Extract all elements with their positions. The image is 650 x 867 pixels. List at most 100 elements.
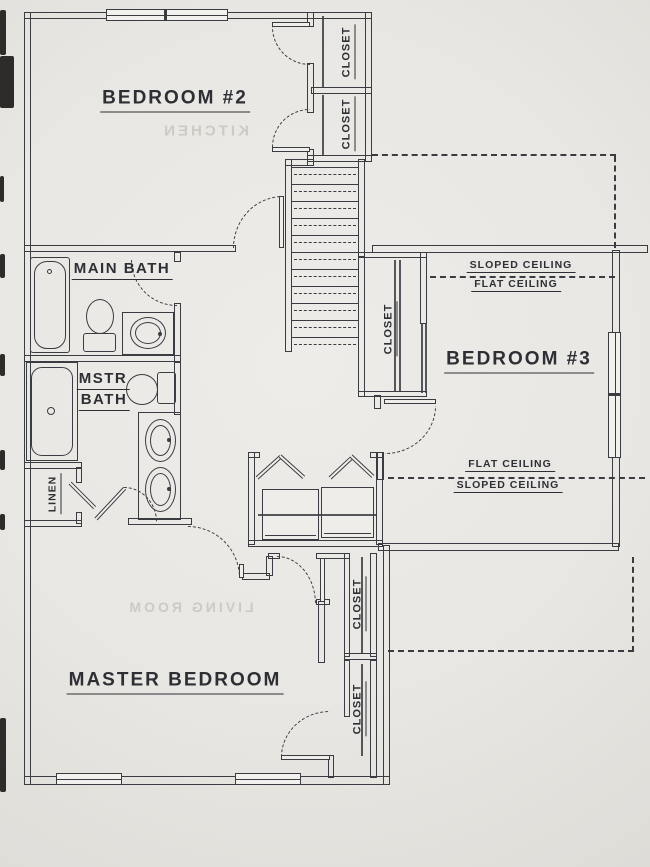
- counter-line: [258, 514, 376, 516]
- wall-segment: [174, 303, 181, 362]
- ceiling-note-sloped-bottom: SLOPED CEILING: [453, 479, 563, 493]
- photo-edge-mark: [0, 354, 5, 376]
- wall-segment: [358, 391, 427, 397]
- shower: [26, 362, 78, 461]
- ceiling-break-line-top: [430, 276, 615, 278]
- stair-tread: [292, 337, 358, 348]
- photo-edge-mark: [0, 56, 14, 108]
- stair-tread: [292, 269, 358, 280]
- wall-segment: [383, 545, 390, 785]
- door-leaf-angled: [94, 486, 127, 521]
- door-swing-arc: [277, 556, 316, 604]
- toilet-tank: [157, 372, 176, 404]
- wall-segment: [344, 653, 377, 660]
- window: [56, 773, 122, 785]
- window: [106, 9, 228, 21]
- wall-segment: [358, 159, 365, 258]
- ceiling-note-sloped-top: SLOPED CEILING: [466, 259, 576, 273]
- closet-rod-line: [399, 260, 401, 391]
- window: [235, 773, 301, 785]
- sink-faucet: [158, 332, 162, 336]
- wall-segment: [344, 553, 350, 657]
- stair-tread: [292, 252, 358, 263]
- wall-segment: [24, 355, 181, 362]
- door-leaf-angled: [68, 481, 97, 510]
- stair-tread: [292, 303, 358, 314]
- wall-segment: [76, 467, 82, 483]
- room-label-bedroom2: BEDROOM #2: [100, 88, 250, 113]
- wall-segment: [24, 245, 236, 252]
- photo-edge-mark: [0, 718, 6, 792]
- room-label-main-bath: MAIN BATH: [71, 260, 173, 280]
- door-swing-arc: [385, 406, 436, 454]
- photo-edge-mark: [0, 514, 5, 530]
- wall-segment: [248, 452, 260, 458]
- bathtub-drain: [47, 269, 52, 274]
- closet-label: CLOSET: [351, 576, 367, 632]
- wall-segment: [344, 660, 350, 717]
- wall-segment: [307, 12, 314, 27]
- ceiling-break-line-bottom: [388, 477, 645, 479]
- roof-outline-dashed: [372, 154, 616, 156]
- roof-outline-dashed: [614, 156, 616, 248]
- photo-edge-mark: [0, 176, 4, 202]
- roof-outline-dashed: [388, 650, 634, 652]
- room-label-linen: LINEN: [46, 473, 62, 515]
- stair-tread: [292, 218, 358, 229]
- ceiling-note-flat-bottom: FLAT CEILING: [465, 458, 555, 472]
- stair-tread: [292, 320, 358, 331]
- wall-segment: [174, 362, 181, 415]
- room-label-bedroom3: BEDROOM #3: [444, 349, 594, 374]
- stair-tread: [292, 167, 358, 178]
- ghost-text-kitchen: KITCHEN: [161, 122, 249, 140]
- double-vanity: [138, 412, 181, 520]
- sliding-door-line: [425, 324, 427, 393]
- ceiling-note-flat-top: FLAT CEILING: [471, 278, 561, 292]
- door-leaf: [320, 558, 325, 602]
- shower-drain: [47, 407, 55, 415]
- door-swing-arc: [188, 526, 240, 578]
- wall-segment: [307, 155, 372, 162]
- stairs: [292, 163, 358, 349]
- wall-segment: [174, 252, 181, 262]
- closet-rod-line: [322, 95, 324, 155]
- wall-segment: [76, 512, 82, 524]
- wall-segment: [370, 553, 377, 657]
- toilet: [86, 299, 114, 334]
- wall-segment: [328, 755, 334, 778]
- wall-segment: [372, 245, 648, 253]
- closet-rod-line: [361, 664, 363, 756]
- closet-label: CLOSET: [351, 681, 367, 737]
- window-mullion: [164, 9, 167, 21]
- door-swing-arc: [233, 196, 283, 248]
- wall-segment: [378, 543, 619, 551]
- wall-segment: [318, 601, 325, 663]
- room-label-master-bedroom: MASTER BEDROOM: [66, 670, 284, 695]
- closet-label: CLOSET: [340, 24, 356, 80]
- door-leaf: [272, 147, 310, 152]
- door-swing-arc: [281, 711, 330, 757]
- ghost-text-living-room: LIVING ROOM: [126, 599, 254, 615]
- wall-segment: [285, 159, 292, 352]
- room-label-mstr-bath-line1: MSTR: [76, 370, 130, 390]
- bathtub-inner: [34, 261, 66, 349]
- wall-segment: [358, 256, 365, 397]
- wall-segment: [374, 395, 381, 409]
- wall-segment: [370, 660, 377, 778]
- bifold-door-panel: [349, 454, 375, 478]
- photo-edge-mark: [0, 10, 6, 55]
- door-swing-arc: [272, 27, 310, 65]
- sink: [145, 467, 176, 512]
- stair-tread: [292, 184, 358, 195]
- closet-label: CLOSET: [340, 96, 356, 152]
- stair-tread: [292, 286, 358, 297]
- toilet-tank: [83, 333, 116, 352]
- roof-outline-dashed: [632, 557, 634, 652]
- toilet: [126, 374, 158, 405]
- photo-edge-mark: [0, 450, 5, 470]
- wall-segment: [311, 87, 372, 94]
- room-label-mstr-bath-line2: BATH: [78, 391, 130, 411]
- wall-segment: [358, 252, 427, 258]
